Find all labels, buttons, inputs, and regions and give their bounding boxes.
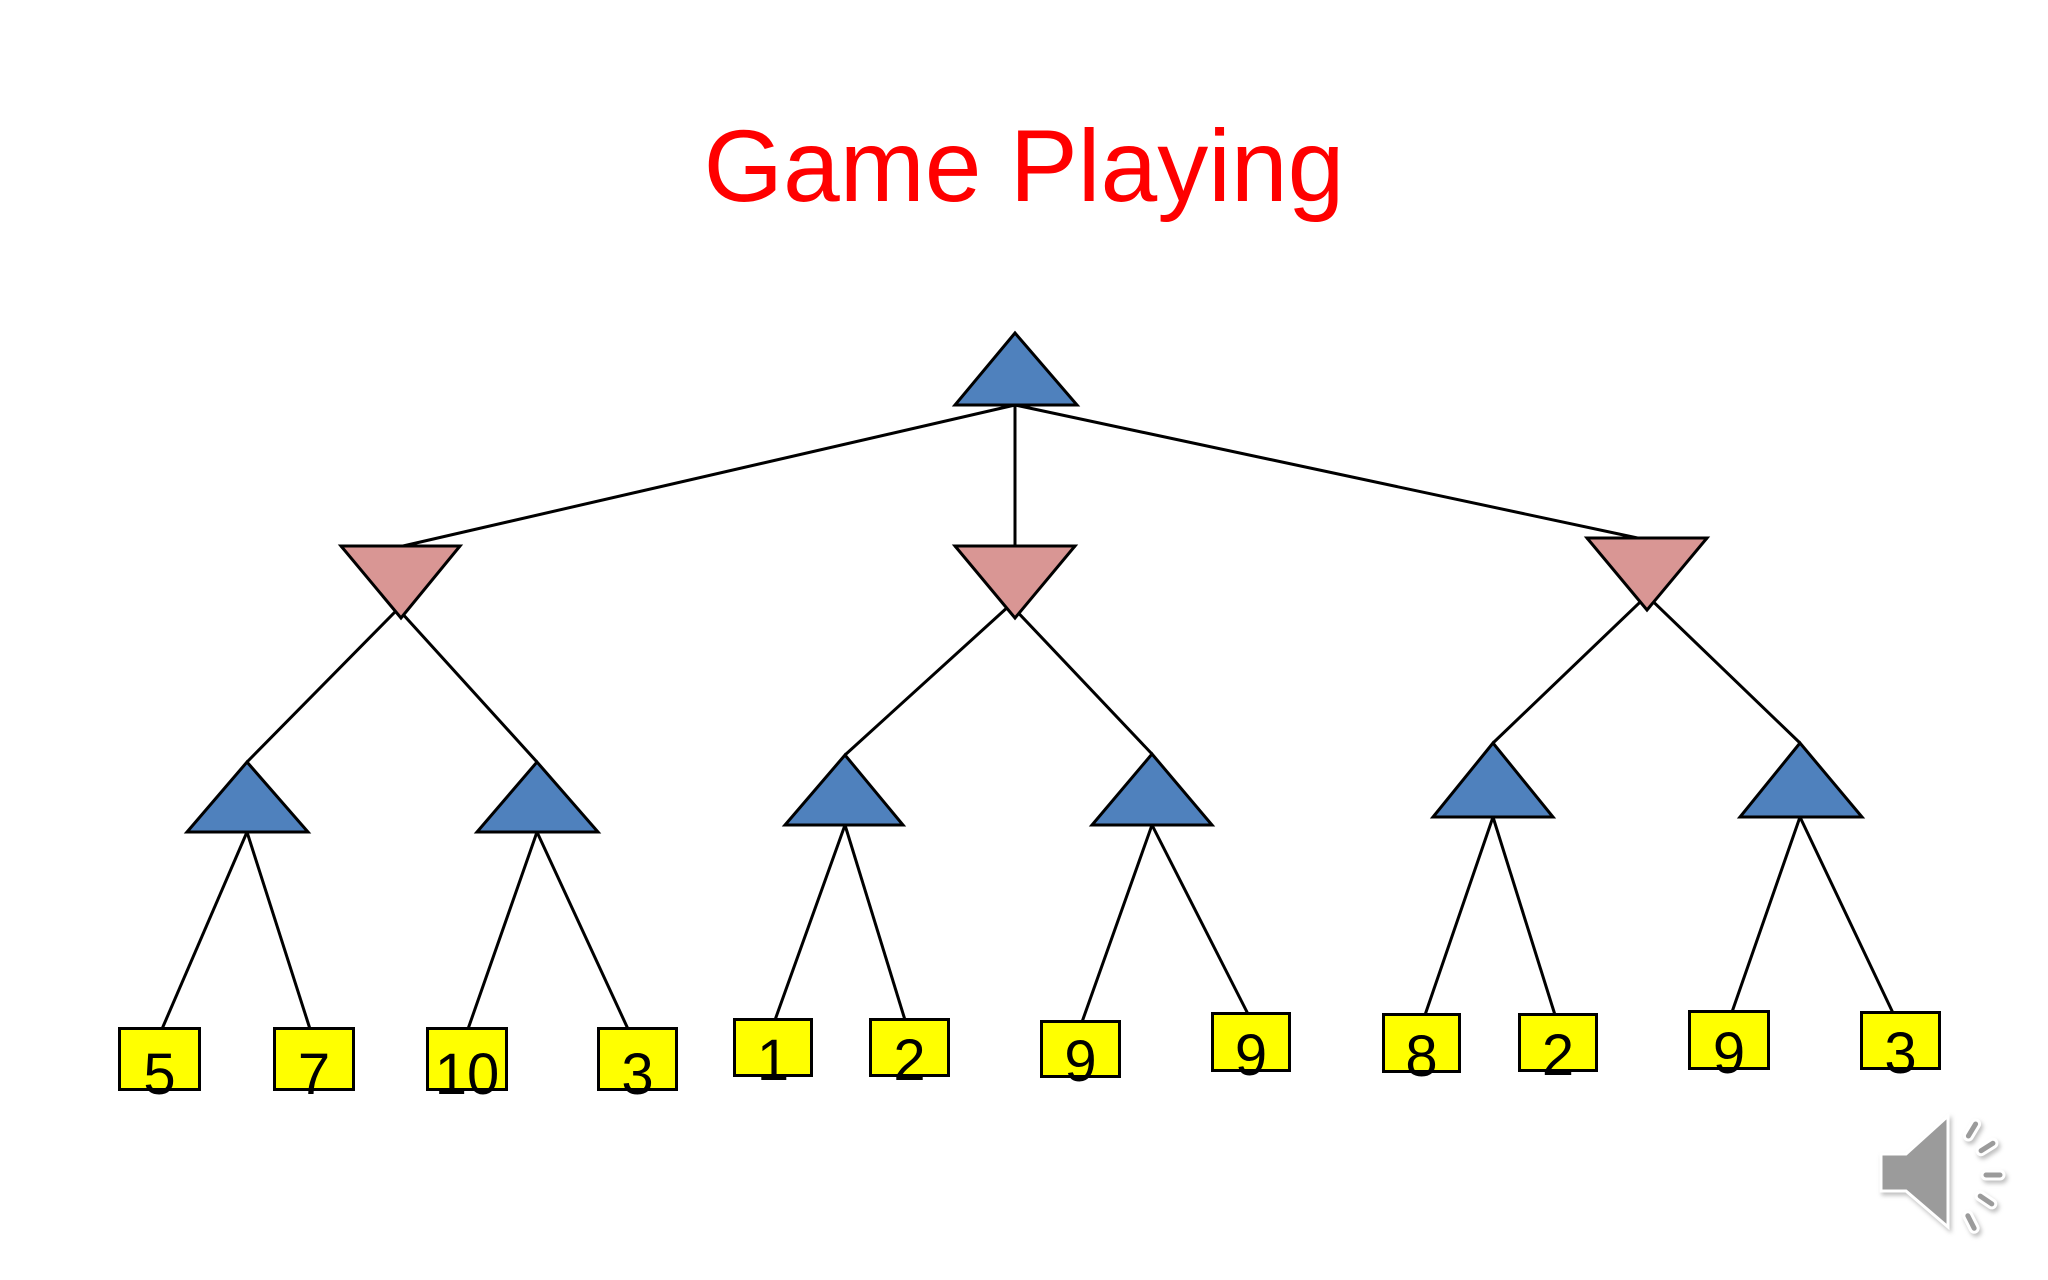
slide-title: Game Playing: [703, 109, 1345, 223]
leaf-value: 2: [1541, 1023, 1575, 1088]
tree-edges: [160, 403, 1895, 1030]
min-node-2: [951, 544, 1079, 621]
leaf-node-8: 9: [1211, 1012, 1291, 1085]
min-node-3: [1583, 536, 1711, 613]
leaf-node-11: 9: [1688, 1010, 1770, 1083]
leaf-value: 9: [1064, 1029, 1097, 1094]
tree-edge: [1730, 816, 1802, 1013]
leaf-node-5: 1: [733, 1018, 813, 1090]
leaf-node-6: 2: [869, 1018, 950, 1090]
leaf-value: 10: [434, 1042, 500, 1107]
tree-edge: [160, 831, 249, 1030]
tree-edge: [1080, 824, 1154, 1023]
max-node-6: [1736, 740, 1866, 819]
sound-wave-dash: [1974, 1190, 1998, 1210]
leaf-value: 2: [893, 1028, 926, 1093]
leaf-value: 1: [756, 1028, 790, 1093]
max-node-1: [183, 759, 312, 834]
leaf-value: 5: [143, 1042, 176, 1107]
tree-nodes: [183, 330, 1866, 834]
tree-edge: [773, 824, 847, 1021]
leaf-value: 8: [1405, 1024, 1438, 1089]
leaf-node-4: 3: [597, 1027, 678, 1104]
sound-wave-dash: [1962, 1210, 1980, 1234]
leaf-value: 9: [1712, 1021, 1746, 1086]
max-node-root: [951, 330, 1081, 407]
tree-edge: [1014, 403, 1648, 542]
tree-edge: [466, 831, 539, 1030]
tree-edge: [535, 831, 630, 1030]
tree-edge: [1491, 816, 1557, 1016]
leaf-node-12: 3: [1860, 1011, 1941, 1083]
leaf-value: 7: [297, 1042, 331, 1107]
leaf-value: 9: [1234, 1023, 1268, 1088]
speaker-body: [1879, 1112, 1950, 1231]
max-node-2: [473, 759, 602, 834]
tree-edge: [245, 831, 312, 1030]
tree-edge: [843, 824, 907, 1021]
leaf-node-3: 10: [426, 1027, 508, 1104]
max-node-4: [1088, 751, 1216, 827]
leaf-node-9: 8: [1382, 1013, 1461, 1086]
sound-wave-dash: [1980, 1169, 2006, 1181]
leaf-node-1: 5: [118, 1027, 201, 1104]
speaker-icon[interactable]: [1876, 1103, 2012, 1243]
tree-edge: [1150, 824, 1250, 1015]
sound-wave-dash: [1962, 1118, 1982, 1142]
min-node-1: [337, 544, 464, 621]
leaf-value: 3: [1884, 1021, 1917, 1086]
max-node-5: [1429, 740, 1557, 819]
sound-wave-dash: [1975, 1137, 1999, 1157]
leaf-node-2: 7: [273, 1027, 355, 1104]
tree-edge: [1423, 816, 1495, 1016]
leaf-node-7: 9: [1040, 1020, 1121, 1091]
tree-edge: [402, 403, 1016, 548]
max-node-3: [781, 752, 907, 827]
leaf-node-10: 2: [1518, 1013, 1598, 1085]
leaf-value: 3: [621, 1042, 654, 1107]
tree-edge: [1798, 816, 1895, 1014]
